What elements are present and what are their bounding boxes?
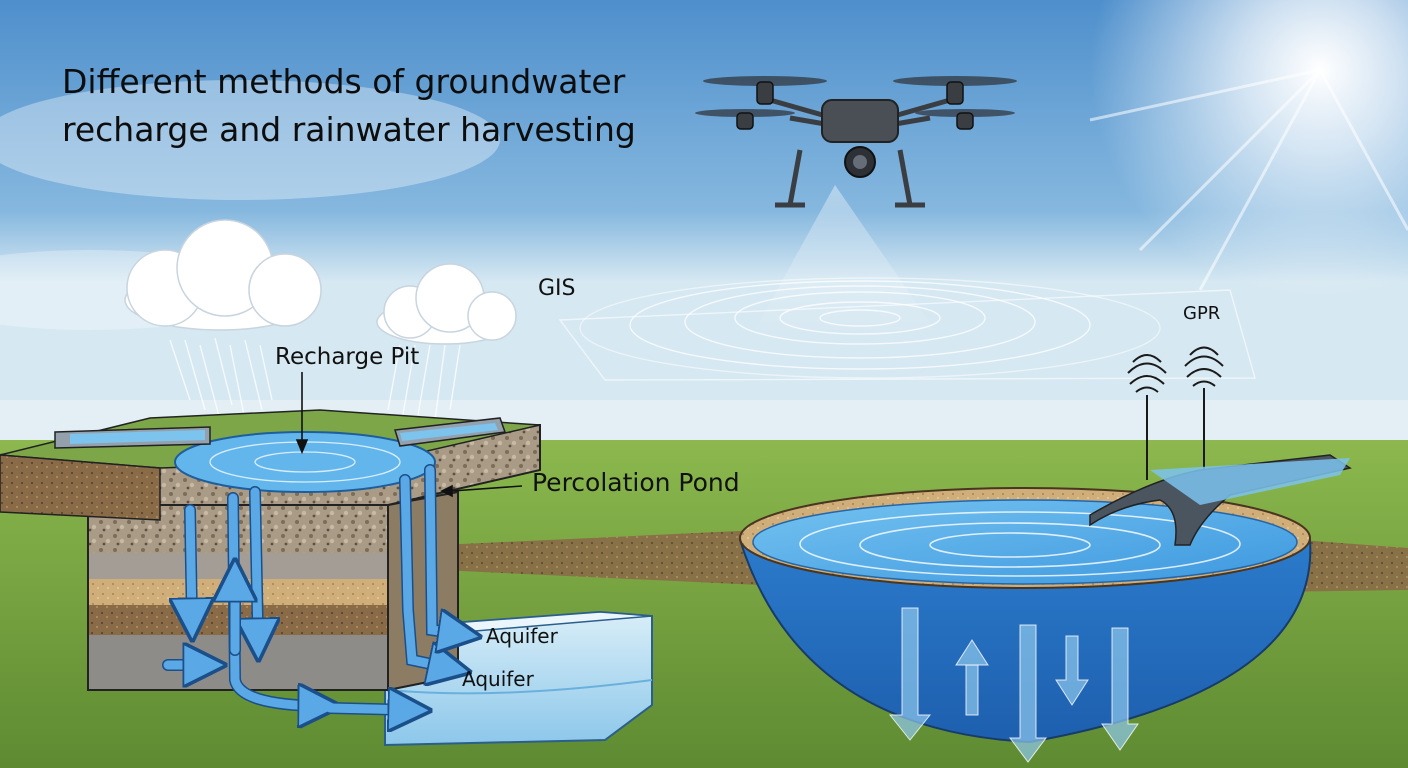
signal-wave-icon: [1184, 346, 1224, 470]
rain-icon: [169, 337, 461, 421]
signal-wave-icon: [1127, 354, 1167, 480]
aquifer-label-lower: Aquifer: [462, 667, 534, 691]
title-line-1: Different methods of groundwater: [62, 62, 626, 101]
recharge-pit-label: Recharge Pit: [275, 344, 420, 370]
title-line-2: recharge and rainwater harvesting: [62, 110, 636, 149]
page-title: Different methods of groundwater recharg…: [62, 58, 636, 154]
cloud-icon: [376, 263, 517, 345]
sun-rays: [1089, 68, 1408, 291]
percolation-pond: [440, 454, 1408, 744]
gis-contour-map: [558, 277, 1256, 381]
pond-flow-arrows: [888, 607, 1139, 763]
cloud-icon: [124, 219, 322, 331]
wispy-cloud: [0, 80, 500, 200]
percolation-pond-label: Percolation Pond: [532, 468, 740, 497]
label-pointers: [295, 372, 523, 498]
aquifer-label-upper: Aquifer: [486, 624, 558, 648]
drone-scan-beam: [755, 185, 935, 330]
drone-icon: [695, 76, 1017, 330]
sun-glare-icon: [1090, 0, 1408, 300]
gpr-label: GPR: [1183, 303, 1221, 324]
gis-label: GIS: [538, 276, 576, 301]
recharge-flow-arrows: [162, 464, 460, 710]
